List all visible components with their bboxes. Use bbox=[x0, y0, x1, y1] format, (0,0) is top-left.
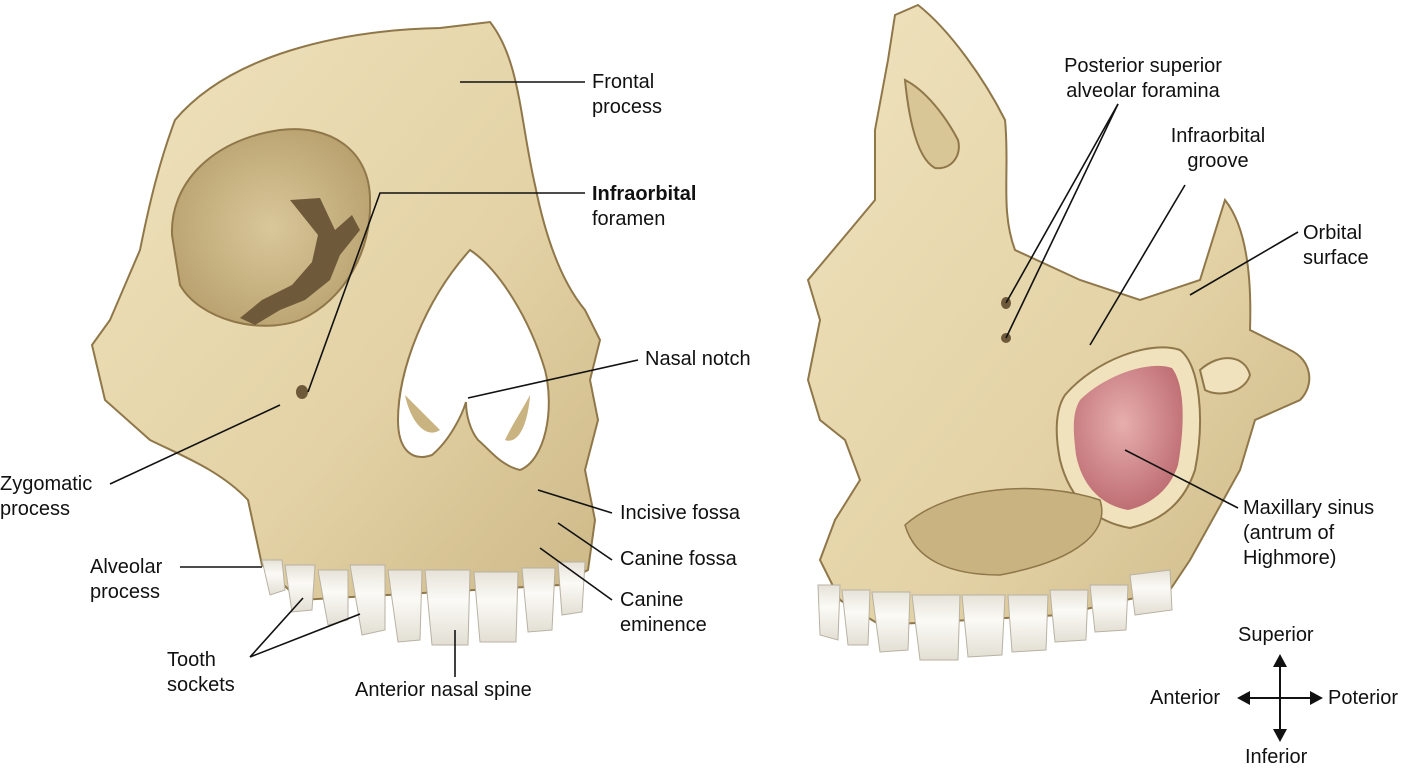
left-maxilla-anterior-view bbox=[90, 20, 602, 646]
label-orbital-surface: Orbital surface bbox=[1303, 222, 1369, 269]
right-frontal-process-cut bbox=[903, 78, 960, 170]
leader-canine-fossa bbox=[557, 522, 613, 561]
leader-infraorbital-groove bbox=[1089, 184, 1186, 346]
label-infraorbital-groove: Infraorbital groove bbox=[1170, 125, 1266, 172]
label-maxillary-sinus: Maxillary sinus (antrum of Highmore) bbox=[1243, 497, 1375, 569]
leader-incisive-fossa bbox=[537, 489, 613, 514]
label-infraorbital-foramen: Infraorbital foramen bbox=[592, 183, 697, 230]
leader-orbital-surface bbox=[1189, 231, 1299, 296]
arrow-up-icon bbox=[1273, 654, 1287, 667]
label-frontal-process: Frontal process bbox=[592, 71, 663, 118]
label-psa-foramina: Posterior superior alveolar foramina bbox=[1064, 55, 1222, 102]
label-anterior: Anterior bbox=[1150, 687, 1221, 709]
label-anterior-nasal-spine: Anterior nasal spine bbox=[355, 679, 532, 701]
label-canine-eminence: Canine eminence bbox=[620, 589, 707, 636]
leader-psa-foramina-2 bbox=[1005, 103, 1119, 339]
leader-zygomatic-process bbox=[109, 404, 281, 485]
leader-tooth-sockets-2 bbox=[249, 613, 361, 658]
leader-tooth-sockets-1 bbox=[249, 597, 304, 658]
arrow-right-icon bbox=[1310, 691, 1323, 705]
label-zygomatic-process: Zygomatic process bbox=[0, 473, 93, 520]
leader-infraorbital-foramen bbox=[307, 192, 585, 393]
leader-maxillary-sinus bbox=[1124, 449, 1239, 509]
label-posterior: Poterior bbox=[1328, 687, 1399, 709]
right-maxillary-sinus bbox=[1073, 365, 1183, 510]
left-bone-body bbox=[90, 20, 602, 602]
label-tooth-sockets: Tooth sockets bbox=[167, 649, 235, 696]
right-maxilla-lateral-view bbox=[806, 3, 1311, 661]
leader-psa-foramina-1 bbox=[1005, 103, 1119, 304]
left-nasal-aperture bbox=[396, 248, 550, 472]
label-alveolar-process: Alveolar process bbox=[90, 556, 163, 603]
left-infraorbital-foramen bbox=[296, 385, 308, 399]
label-superior: Superior bbox=[1238, 624, 1314, 646]
leader-canine-eminence bbox=[539, 547, 613, 601]
left-orbital-fissure bbox=[240, 198, 360, 325]
right-teeth-row bbox=[817, 569, 1173, 661]
arrow-down-icon bbox=[1273, 729, 1287, 742]
label-incisive-fossa: Incisive fossa bbox=[620, 502, 741, 524]
left-teeth-row bbox=[261, 559, 586, 646]
leader-nasal-notch bbox=[467, 359, 639, 399]
right-palate-underside bbox=[904, 487, 1103, 576]
label-nasal-notch: Nasal notch bbox=[645, 348, 751, 370]
orientation-compass bbox=[1237, 654, 1323, 742]
leader-lines bbox=[109, 81, 1299, 677]
arrow-left-icon bbox=[1237, 691, 1250, 705]
label-canine-fossa: Canine fossa bbox=[620, 548, 737, 570]
label-inferior: Inferior bbox=[1245, 746, 1308, 768]
